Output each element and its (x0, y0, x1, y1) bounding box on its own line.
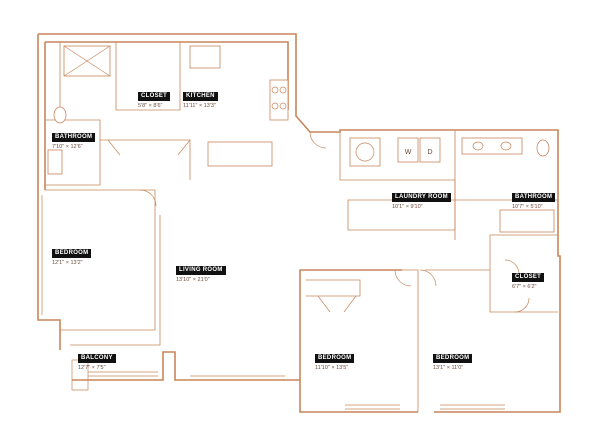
room-dims: 5'8" × 8'6" (138, 103, 163, 109)
stove-icon (269, 79, 289, 121)
bathtub-icon (499, 209, 555, 233)
room-name: BATHROOM (52, 133, 96, 142)
room-name: BEDROOM (433, 354, 473, 363)
fridge-icon (189, 45, 221, 69)
room-dims: 13'10" × 21'0" (176, 277, 210, 283)
room-name: LIVING ROOM (176, 266, 226, 275)
room-dims: 12'7" × 7'5" (78, 365, 106, 371)
room-label-bedroom-3: BEDROOM 13'1" × 11'0" (433, 346, 473, 372)
room-label-laundry: LAUNDRY ROOM 10'1" × 9'10" (392, 185, 451, 211)
dryer-label: D (427, 149, 432, 156)
room-dims: 13'1" × 11'0" (433, 365, 464, 371)
kitchen-island-icon (207, 141, 273, 167)
washer-label: W (405, 149, 412, 156)
room-label-bathroom-1: BATHROOM 7'10" × 12'6" (52, 125, 96, 151)
room-dims: 10'1" × 9'10" (392, 204, 423, 210)
room-label-bedroom-1: BEDROOM 12'1" × 13'2" (52, 241, 92, 267)
room-name: CLOSET (512, 273, 545, 282)
room-name: CLOSET (138, 92, 171, 101)
toilet-icon (53, 106, 67, 124)
room-name: BATHROOM (512, 193, 556, 202)
room-dims: 6'7" × 6'2" (512, 284, 537, 290)
room-dims: 11'11" × 13'3" (183, 103, 216, 109)
windows (37, 195, 505, 410)
washer-icon (397, 137, 419, 163)
room-label-living: LIVING ROOM 13'10" × 21'0" (176, 258, 226, 284)
room-name: BEDROOM (315, 354, 355, 363)
room-name: KITCHEN (183, 92, 218, 101)
room-label-bathroom-2: BATHROOM 10'7" × 5'10" (512, 185, 556, 211)
water-heater-icon (349, 137, 381, 167)
dryer-icon (419, 137, 441, 163)
fixtures: W D (47, 45, 555, 233)
room-name: BEDROOM (52, 249, 92, 258)
toilet-2-icon (536, 139, 550, 157)
room-dims: 12'1" × 13'2" (52, 260, 83, 266)
vanity-icon (461, 137, 523, 155)
room-dims: 7'10" × 12'6" (52, 144, 83, 150)
room-name: LAUNDRY ROOM (392, 193, 451, 202)
door-swings (107, 131, 530, 313)
room-name: BALCONY (78, 354, 116, 363)
sink-icon (47, 149, 63, 175)
room-label-kitchen: KITCHEN 11'11" × 13'3" (183, 84, 218, 110)
interior-walls (45, 42, 558, 412)
room-dims: 10'7" × 5'10" (512, 204, 543, 210)
room-label-balcony: BALCONY 12'7" × 7'5" (78, 346, 116, 372)
room-label-bedroom-2: BEDROOM 11'10" × 13'5" (315, 346, 355, 372)
room-label-closet-top: CLOSET 5'8" × 8'6" (138, 84, 171, 110)
room-dims: 11'10" × 13'5" (315, 365, 349, 371)
room-label-closet-right: CLOSET 6'7" × 6'2" (512, 265, 545, 291)
